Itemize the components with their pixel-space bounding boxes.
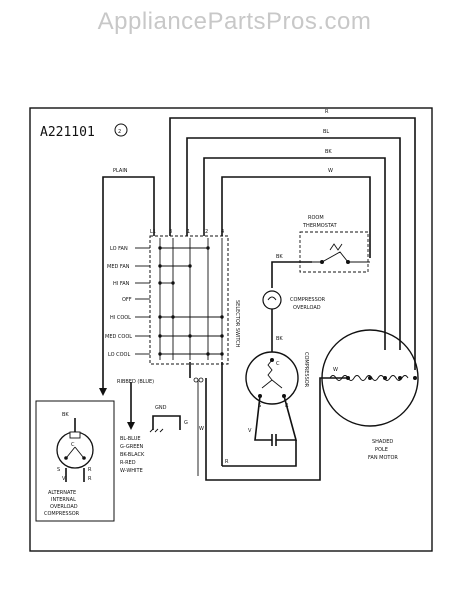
wire-label-plain: PLAIN [113,168,128,174]
alt-r: R [88,467,92,473]
wire-label-g: G [184,420,188,426]
alt-c: C [71,442,75,448]
ground-label: GND [155,405,167,411]
position-lo-cool: LO COOL [108,352,130,358]
wire-label-bl: BL [323,129,329,135]
plain-wire [102,176,155,390]
diagram-frame [29,107,433,552]
legend-white: W-WHITE [120,468,143,474]
overload-label-line1: COMPRESSOR [290,297,326,303]
thermostat-label-line2: THERMOSTAT [302,223,338,229]
harness-wires: R BL BK W [169,109,416,370]
wire-label-bk: BK [325,149,332,155]
alt-caption-line2: INTERNAL [51,497,76,503]
wire-label-bk-thermostat: BK [276,254,283,260]
compressor-label: COMPRESSOR [303,352,309,388]
alt-r2: R [88,476,92,482]
alt-bk: BK [62,412,69,418]
overload-symbol [262,290,282,310]
terminal-2: 2 [205,229,208,235]
fan-label-line3: FAN MOTOR [368,455,398,461]
revision-circle [114,123,128,137]
contact-dots [158,246,224,356]
thermostat-label-line1: ROOM [308,215,324,221]
position-off: OFF [122,297,132,303]
legend-black: BK-BLACK [120,452,145,458]
position-hi-fan: HI FAN [113,281,130,287]
legend-red: R-RED [120,460,136,466]
legend-blue: BL-BLUE [120,436,141,442]
position-lo-fan: LO FAN [110,246,128,252]
overload-label-line2: OVERLOAD [293,305,321,311]
thermostat-contact [312,251,370,263]
fan-label-line2: POLE [375,447,388,453]
wire-label-bk-compressor: BK [276,336,283,342]
diagram-rev: 2 [118,129,121,135]
position-hi-cool: HI COOL [110,315,131,321]
wire-label-w: W [328,168,333,174]
alt-caption-line4: COMPRESSOR [44,511,80,517]
selector-switch-box [149,235,229,365]
alt-caption-line1: ALTERNATE [48,490,76,496]
wire-label-v: V [248,428,252,434]
terminal-l1: L1 [150,229,156,235]
alternate-compressor-box [35,400,115,522]
position-med-cool: MED COOL [105,334,132,340]
wire-label-ribbed: RIBBED (BLUE) [117,379,154,385]
compressor-symbol [245,351,299,405]
position-med-fan: MED FAN [107,264,130,270]
alt-caption-line3: OVERLOAD [50,504,78,510]
watermark: AppliancePartsPros.com [97,8,372,35]
alt-s: S [57,467,60,473]
selector-switch-label: SELECTOR SWITCH [234,300,240,348]
wire-label-w2: W [199,426,204,432]
legend-green: G-GREEN [120,444,144,450]
terminal-1: 1 [187,229,190,235]
wire-color-legend: BL-BLUE G-GREEN BK-BLACK R-RED W-WHITE [120,436,145,474]
wire-label-r: R [325,109,329,115]
compressor-c: C [276,361,280,367]
fan-label-line1: SHADED [372,439,393,445]
wire-label-r2: R [225,459,229,465]
switch-positions: LO FAN MED FAN HI FAN OFF HI COOL MED CO… [105,246,222,358]
thermostat-box [299,231,369,273]
ground-wire [152,415,181,430]
wire-label-w-fan: W [333,367,338,373]
alt-v: V [62,476,66,482]
diagram-id: A221101 [40,125,95,140]
